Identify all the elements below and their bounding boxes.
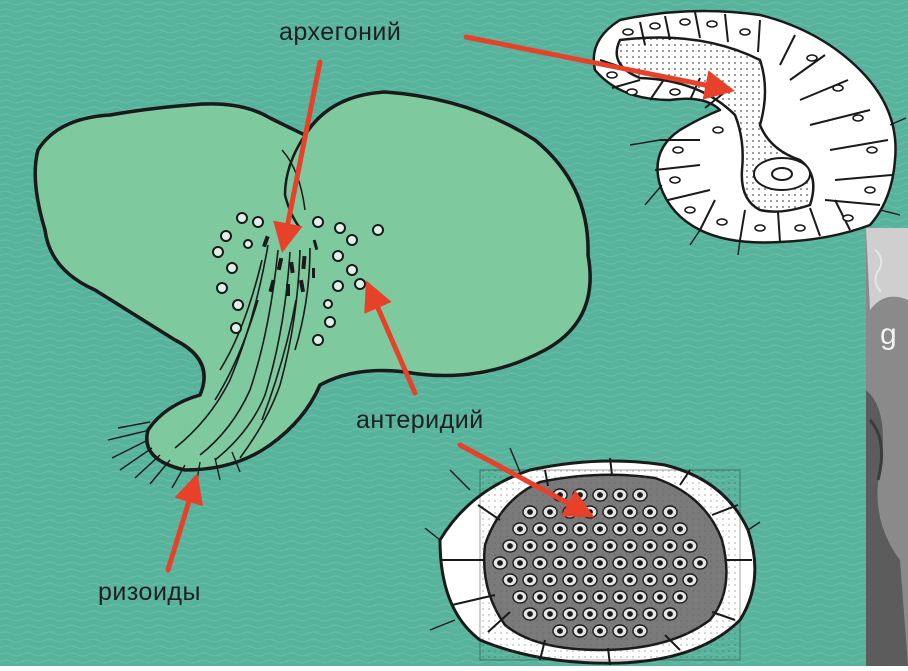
cell-nucleus	[598, 595, 602, 599]
cell-nucleus	[558, 561, 562, 565]
cell-nucleus	[578, 595, 582, 599]
cell-nucleus	[578, 527, 582, 531]
cell-nucleus	[608, 544, 612, 548]
label-archegonium: архегоний	[279, 18, 401, 47]
cell-nucleus	[678, 527, 682, 531]
cell-nucleus	[508, 578, 512, 582]
cell-nucleus	[578, 629, 582, 633]
cell-nucleus	[528, 544, 532, 548]
cell-nucleus	[578, 493, 582, 497]
cell-nucleus	[598, 629, 602, 633]
cell-nucleus	[638, 493, 642, 497]
cell-nucleus	[558, 527, 562, 531]
cell-nucleus	[638, 561, 642, 565]
cell-nucleus	[538, 527, 542, 531]
cell-nucleus	[638, 629, 642, 633]
cell-nucleus	[598, 493, 602, 497]
cell-nucleus	[648, 612, 652, 616]
cell-nucleus	[698, 561, 702, 565]
label-antheridium: антеридий	[356, 406, 484, 435]
cell-nucleus	[568, 612, 572, 616]
cell-nucleus	[618, 629, 622, 633]
cell-nucleus	[618, 527, 622, 531]
cell-nucleus	[608, 578, 612, 582]
cell-nucleus	[578, 561, 582, 565]
cell-nucleus	[508, 544, 512, 548]
cell-nucleus	[548, 544, 552, 548]
cell-nucleus	[538, 595, 542, 599]
cell-nucleus	[558, 595, 562, 599]
cell-nucleus	[518, 595, 522, 599]
cell-nucleus	[498, 561, 502, 565]
cell-nucleus	[528, 578, 532, 582]
photo-fragment	[866, 228, 908, 666]
cell-nucleus	[568, 578, 572, 582]
cell-nucleus	[668, 510, 672, 514]
cell-nucleus	[548, 578, 552, 582]
cell-nucleus	[548, 510, 552, 514]
cell-nucleus	[598, 561, 602, 565]
cell-nucleus	[658, 595, 662, 599]
cell-nucleus	[658, 527, 662, 531]
cell-nucleus	[668, 578, 672, 582]
cell-nucleus	[528, 612, 532, 616]
cell-nucleus	[628, 544, 632, 548]
photo-fragment-text: g	[880, 318, 897, 352]
cell-nucleus	[648, 578, 652, 582]
cell-nucleus	[588, 544, 592, 548]
cell-nucleus	[608, 510, 612, 514]
cell-nucleus	[628, 510, 632, 514]
cell-nucleus	[688, 578, 692, 582]
cell-nucleus	[608, 612, 612, 616]
cell-nucleus	[618, 595, 622, 599]
cell-nucleus	[598, 527, 602, 531]
cell-nucleus	[648, 544, 652, 548]
cell-nucleus	[568, 510, 572, 514]
cell-nucleus	[638, 527, 642, 531]
cell-nucleus	[618, 561, 622, 565]
cell-nucleus	[518, 527, 522, 531]
cell-nucleus	[628, 612, 632, 616]
cell-nucleus	[568, 544, 572, 548]
cell-nucleus	[678, 595, 682, 599]
cell-nucleus	[548, 612, 552, 616]
cell-nucleus	[648, 510, 652, 514]
cell-nucleus	[688, 544, 692, 548]
cell-nucleus	[668, 544, 672, 548]
cell-nucleus	[588, 578, 592, 582]
cell-nucleus	[588, 612, 592, 616]
cell-nucleus	[678, 561, 682, 565]
cell-nucleus	[538, 561, 542, 565]
label-rhizoids: ризоиды	[98, 578, 201, 607]
cell-nucleus	[638, 595, 642, 599]
cell-nucleus	[528, 510, 532, 514]
cell-nucleus	[618, 493, 622, 497]
cell-nucleus	[668, 612, 672, 616]
cell-nucleus	[658, 561, 662, 565]
cell-nucleus	[628, 578, 632, 582]
cell-nucleus	[518, 561, 522, 565]
cell-nucleus	[558, 629, 562, 633]
